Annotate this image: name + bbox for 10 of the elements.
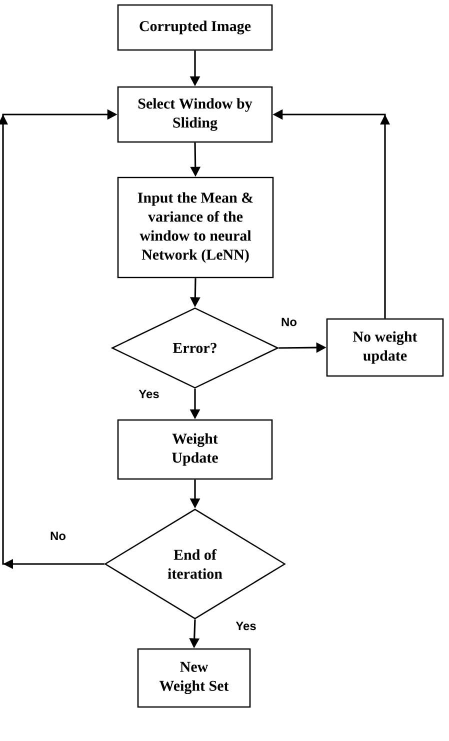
process-box: New Weight Set — [137, 648, 251, 708]
process-box: No weight update — [326, 318, 444, 377]
edge-label: No — [49, 530, 67, 542]
edge-label: Yes — [138, 388, 160, 400]
process-box: Select Window by Sliding — [117, 86, 273, 143]
edge-label: Yes — [234, 620, 258, 632]
process-box: Input the Mean & variance of the window to neural Network (LeNN) — [117, 176, 274, 278]
process-box: Corrupted Image — [117, 4, 273, 51]
edge-label: No — [280, 316, 298, 328]
process-box: Weight Update — [117, 419, 273, 480]
